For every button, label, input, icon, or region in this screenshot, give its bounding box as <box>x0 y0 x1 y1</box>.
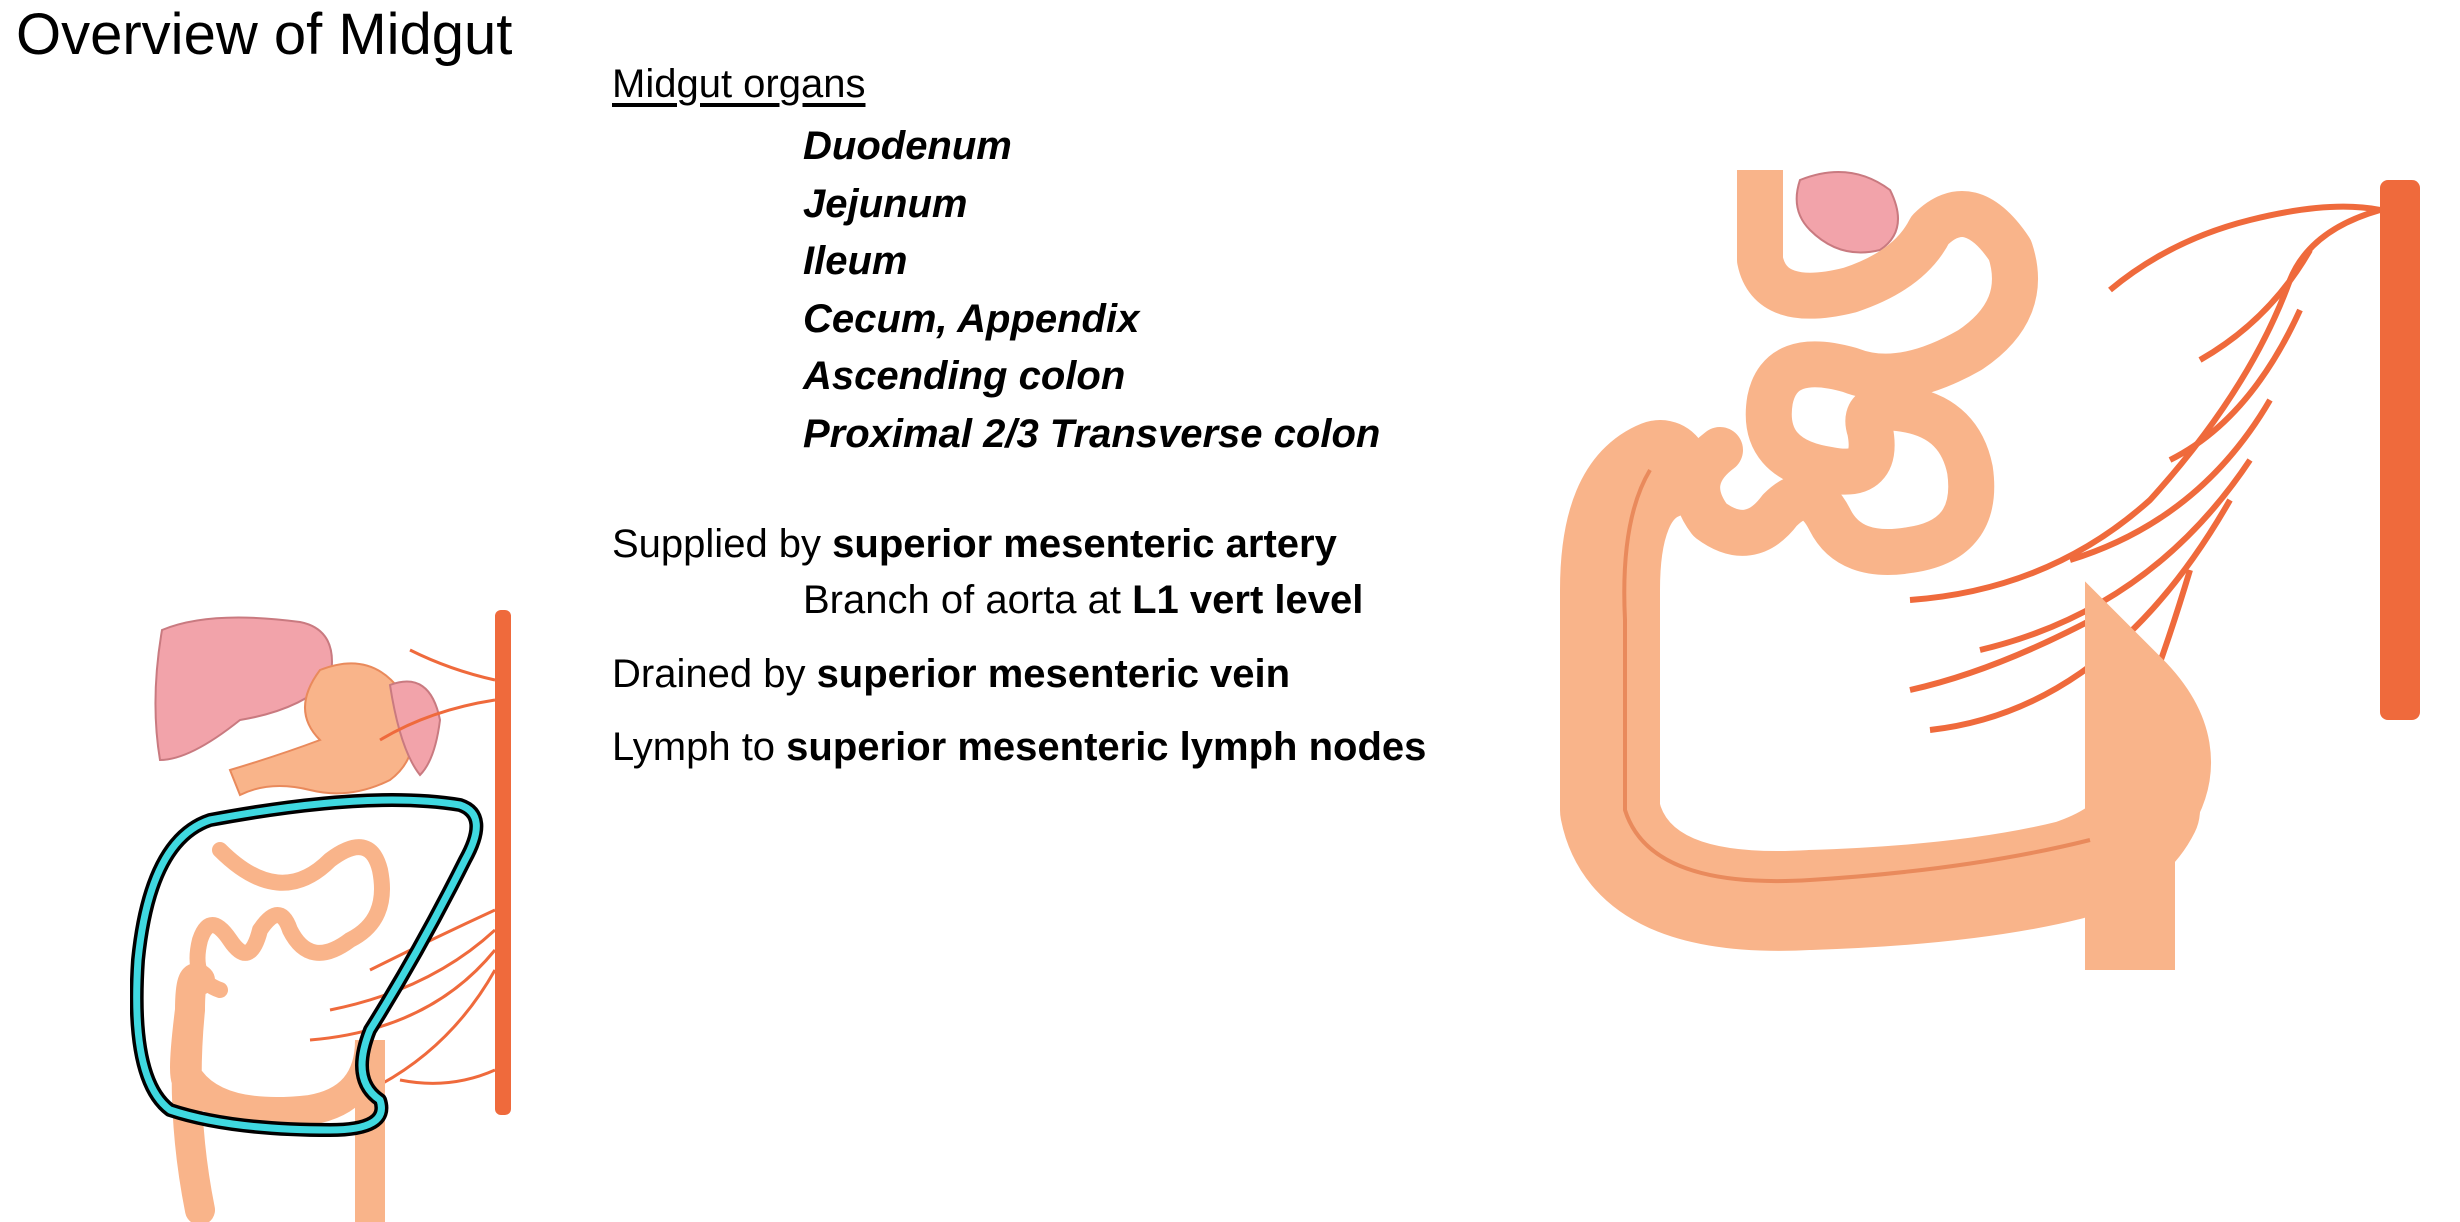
artery-name: superior mesenteric artery <box>832 522 1337 566</box>
artery-supply-line: Supplied by superior mesenteric artery <box>612 522 1337 567</box>
aorta-branch-line: Branch of aorta at L1 vert level <box>803 578 1363 623</box>
organ-item: Jejunum <box>803 181 968 226</box>
organ-item: Duodenum <box>803 124 1012 168</box>
organ-item: Ileum <box>803 239 908 283</box>
spleen-shape <box>388 680 442 777</box>
aorta-shape <box>495 610 511 1115</box>
organ-item: Ascending colon <box>803 354 1126 398</box>
aorta-shape <box>2380 180 2420 720</box>
lymph-line: Lymph to superior mesenteric lymph nodes <box>612 725 1426 770</box>
vein-drainage-line: Drained by superior mesenteric vein <box>612 652 1290 697</box>
aorta-branch-prefix: Branch of aorta at <box>803 578 1133 622</box>
organ-item: Cecum, Appendix <box>803 296 1140 341</box>
taenia-coli-line <box>1622 468 2091 884</box>
colon-shape <box>1560 420 2200 951</box>
artery-supply-prefix: Supplied by <box>612 522 833 566</box>
artery-branches <box>309 648 497 1092</box>
lymph-nodes-name: superior mesenteric lymph nodes <box>786 725 1427 769</box>
gi-tract-overview-illustration <box>130 610 511 1222</box>
slide-title: Overview of Midgut <box>16 2 513 67</box>
colon-shape <box>170 963 385 1222</box>
midgut-organs-heading: Midgut organs <box>612 62 866 106</box>
organ-item: Proximal 2/3 Transverse colon <box>803 411 1381 456</box>
jejunum-ileum-shape <box>1674 170 2038 575</box>
organ-list: Duodenum Jejunum Ileum Cecum, Appendix A… <box>803 118 1380 463</box>
lymph-prefix: Lymph to <box>612 725 787 769</box>
vein-name: superior mesenteric vein <box>816 652 1291 696</box>
vein-drainage-prefix: Drained by <box>612 652 817 696</box>
colon-descending-shape <box>2085 581 2211 970</box>
pancreas-shape <box>1795 171 1899 254</box>
small-intestine-shape <box>189 839 390 998</box>
vertebral-level: L1 vert level <box>1132 578 1364 622</box>
liver-shape <box>154 616 333 762</box>
midgut-detail-illustration <box>1560 170 2420 970</box>
